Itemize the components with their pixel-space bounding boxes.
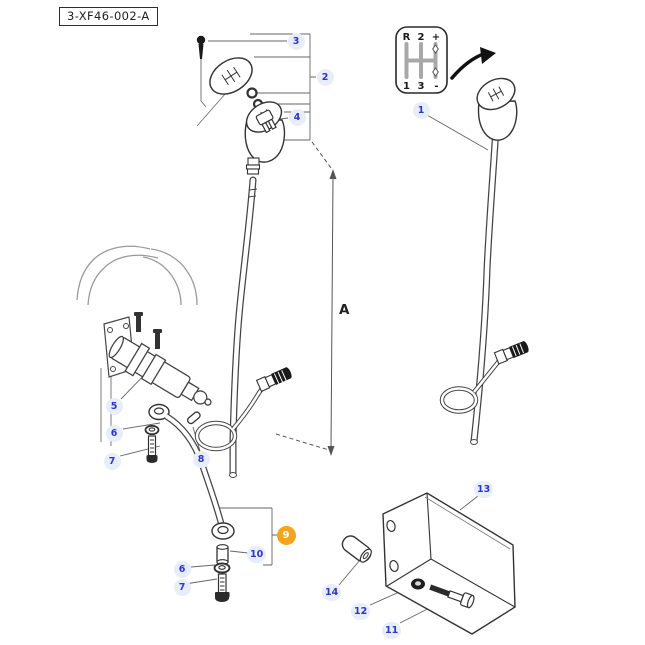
- dimension-a-label: A: [339, 302, 350, 318]
- assembled-gear-lever: [439, 77, 529, 445]
- dimension-a: [275, 141, 337, 456]
- roll-pin: [186, 411, 201, 425]
- callout-12[interactable]: 12: [351, 602, 371, 620]
- washer-upper: [144, 424, 160, 436]
- knob-ball-1: [246, 87, 258, 99]
- shift-label-plus: +: [432, 32, 440, 43]
- bracket-hole-1: [386, 519, 396, 533]
- dimension-arrow-up: [329, 169, 337, 179]
- lever-stub-band-1: [247, 157, 260, 166]
- shift-diamond-bottom: [432, 67, 439, 77]
- cross-shaft-assembly: [103, 312, 212, 406]
- callout-6-upper[interactable]: 6: [105, 424, 123, 442]
- spacer-tube: [341, 535, 372, 563]
- callout-10[interactable]: 10: [247, 545, 267, 563]
- dimension-arrow-down: [327, 446, 335, 456]
- callout-5[interactable]: 5: [105, 397, 123, 415]
- pointer-arrow-icon: [450, 47, 496, 80]
- lock-nut: [411, 578, 425, 590]
- mounting-bracket: [382, 492, 516, 635]
- knob-body-right: [477, 100, 518, 141]
- callout-13[interactable]: 13: [474, 480, 494, 498]
- cross-shaft: [108, 335, 212, 406]
- cable-connector-right: [493, 341, 529, 365]
- knob-screw: [196, 35, 206, 59]
- callout-7-lower[interactable]: 7: [173, 578, 191, 596]
- callout-8[interactable]: 8: [192, 450, 210, 468]
- drawing-number-text: 3-XF46-002-A: [67, 9, 150, 23]
- knob-top-right: [476, 77, 516, 111]
- knob-clip: [255, 109, 277, 134]
- shift-label-r: R: [403, 32, 411, 43]
- callout-11[interactable]: 11: [382, 621, 402, 639]
- shaft-bolt-2: [153, 329, 162, 349]
- hex-bolt: [429, 584, 475, 609]
- shift-label-1: 1: [403, 81, 410, 92]
- callout-9-highlighted[interactable]: 9: [276, 525, 296, 545]
- spacer-bush: [216, 544, 229, 565]
- knob-cap: [209, 57, 253, 95]
- callout-14[interactable]: 14: [322, 583, 342, 601]
- shift-label-3: 3: [418, 81, 425, 92]
- washer-lower: [213, 562, 231, 574]
- cable-connector: [255, 367, 292, 393]
- callout-1[interactable]: 1: [412, 101, 430, 119]
- lever-stub-band-3: [246, 168, 260, 175]
- bracket-hole-2: [389, 559, 399, 573]
- callout-6-lower[interactable]: 6: [173, 560, 191, 578]
- exploded-knob-group: [196, 35, 286, 175]
- callout-3[interactable]: 3: [287, 32, 305, 50]
- shift-label-2: 2: [418, 32, 425, 43]
- callout-4[interactable]: 4: [288, 108, 306, 126]
- drawing-number: 3-XF46-002-A: [59, 7, 158, 26]
- bolt-lower: [215, 573, 230, 602]
- callout-7-upper[interactable]: 7: [103, 452, 121, 470]
- shift-label-minus: -: [434, 81, 438, 92]
- bolt-upper: [146, 435, 158, 463]
- callout-2[interactable]: 2: [316, 68, 334, 86]
- shift-pattern-plate: R 2 + 1 3 -: [395, 26, 448, 94]
- shaft-bolt-1: [134, 312, 143, 332]
- exploded-lever-rod: [194, 176, 292, 478]
- shift-diamond-top: [432, 44, 439, 54]
- lever-stub-band-2: [245, 164, 261, 170]
